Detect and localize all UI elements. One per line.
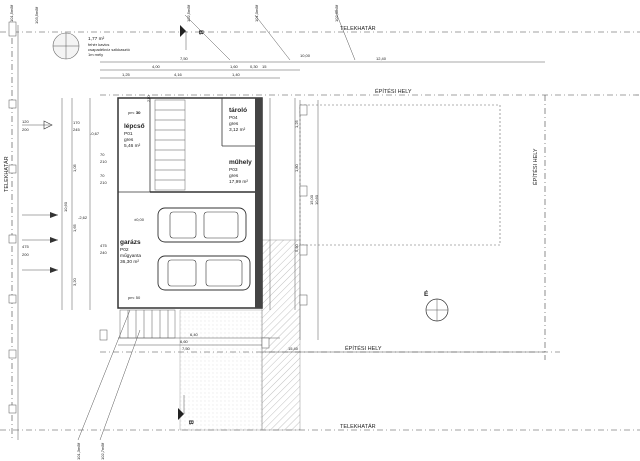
direction-arrows <box>43 120 58 273</box>
soakaway-symbol <box>52 32 80 60</box>
dim-left-9: 210 <box>100 180 107 185</box>
car-bottom <box>157 255 251 291</box>
dim-inner-1: 5,30 <box>294 243 299 252</box>
building-zone-label-top: ÉPÍTÉSI HELY <box>375 88 412 95</box>
dim-left-12: 3,20 <box>72 277 77 286</box>
room-garazs-code: P02 <box>120 247 129 253</box>
dim-bottom-3: 6,60 <box>180 339 189 344</box>
room-garazs-name: garázs <box>120 239 141 246</box>
section-mark-bottom: B <box>187 420 194 425</box>
dim-inner-2: 1,80 <box>294 163 299 172</box>
survey-point-0: 101,5mBf <box>9 4 14 22</box>
dim-left-0: 120 <box>22 119 29 124</box>
level-pm50: pm: 50 <box>128 295 141 300</box>
dim-left-11: 240 <box>100 250 107 255</box>
dim-inner-4: 10,60 <box>314 194 319 205</box>
boundary-label-bottom: TELEKHATÁR <box>340 423 376 430</box>
dim-inner-5: 30 <box>136 110 141 115</box>
dim-top-3: 0,30 <box>250 64 259 69</box>
dim-top-6: 1,25 <box>122 72 131 77</box>
room-lepcso-area: 5,46 m² <box>124 143 141 149</box>
boundary-label-left: TELEKHATÁR <box>3 156 10 192</box>
dim-inner-6: 210 <box>146 95 151 102</box>
dim-inner-3: 15,00 <box>309 194 314 205</box>
survey-point-4: 102,0mBf <box>334 4 339 22</box>
dim-top-0: 7,50 <box>180 56 189 61</box>
dim-bottom-2: 15,40 <box>288 346 299 351</box>
room-garazs-type: műgyanta <box>120 253 141 259</box>
dim-top-4: 10,00 <box>300 53 311 58</box>
hatched-strip <box>261 239 301 431</box>
room-muhely-name: műhely <box>229 159 252 166</box>
site-markers <box>99 104 308 349</box>
note-area: 1,77 m² <box>88 36 105 42</box>
survey-point-5: 101,3mBf <box>76 442 81 460</box>
dim-left-10: 475 <box>100 243 107 248</box>
note-line2: csapadékvíz szikkasztó <box>88 47 131 52</box>
dim-top-8: 1,40 <box>232 72 241 77</box>
room-lepcso-name: lépcső <box>124 123 145 130</box>
north-arrow <box>425 298 449 322</box>
dim-top-9: 15 <box>262 64 267 69</box>
room-muhely-code: P03 <box>229 167 238 173</box>
room-tarolo-type: gres <box>229 121 239 127</box>
dim-left-7: 210 <box>100 159 107 164</box>
property-boundary <box>0 21 640 440</box>
room-muhely-area: 17,99 m² <box>229 179 248 185</box>
dim-top-5: 12,40 <box>376 56 387 61</box>
boundary-label-top: TELEKHATÁR <box>340 25 376 32</box>
leader-lines <box>22 9 356 441</box>
survey-point-1: 103,5mBf <box>34 6 39 24</box>
north-label: É <box>424 289 429 298</box>
note-line3: 1m mély <box>88 52 103 57</box>
dim-bottom-1: 7,50 <box>182 346 191 351</box>
dim-left-2: 475 <box>22 244 29 249</box>
survey-point-3: 101,0mBf <box>254 4 259 22</box>
dim-left-15: 10,60 <box>63 201 68 212</box>
survey-point-2: 102,5mBf <box>186 4 191 22</box>
room-tarolo-name: tároló <box>229 107 247 114</box>
level-zero: ±0,00 <box>134 217 145 222</box>
dimension-lines <box>61 61 545 353</box>
room-muhely-type: gres <box>229 173 239 179</box>
survey-point-6: 102,7mBf <box>100 442 105 460</box>
dim-left-6: 70 <box>100 152 105 157</box>
note-line1: fehér kavics <box>88 42 109 47</box>
dim-left-13: 1,65 <box>72 223 77 232</box>
level-minus2: -2,62 <box>78 215 88 220</box>
dim-bottom-0: 6,40 <box>190 332 199 337</box>
dim-left-1: 200 <box>22 127 29 132</box>
building-zone-label-bottom: ÉPÍTÉSI HELY <box>345 345 382 352</box>
section-mark-top: B <box>197 30 204 35</box>
dim-top-2: 1,60 <box>230 64 239 69</box>
section-marker-top <box>180 25 187 50</box>
dim-left-14: 1,05 <box>72 163 77 172</box>
dim-top-1: 4,00 <box>152 64 161 69</box>
staircase <box>119 99 186 339</box>
driveway <box>179 309 263 431</box>
level-minus1: -0,67 <box>90 131 100 136</box>
dim-top-7: 4,16 <box>174 72 183 77</box>
dim-left-3: 200 <box>22 252 29 257</box>
room-lepcso-type: gres <box>124 137 134 143</box>
room-garazs-area: 36,30 m² <box>120 259 139 265</box>
level-pm30: pm: 30 <box>128 110 141 115</box>
dim-left-4: 170 <box>73 120 80 125</box>
car-top <box>157 207 247 243</box>
dim-inner-0: 1,25 <box>294 119 299 128</box>
building-zone-label-right: ÉPÍTÉSI HELY <box>532 148 539 185</box>
room-lepcso-code: P01 <box>124 131 133 137</box>
room-tarolo-code: P04 <box>229 115 238 121</box>
dim-left-8: 70 <box>100 173 105 178</box>
room-tarolo-area: 3,12 m² <box>229 127 246 133</box>
dim-left-5: 245 <box>73 127 80 132</box>
section-marker-bottom <box>178 395 185 420</box>
